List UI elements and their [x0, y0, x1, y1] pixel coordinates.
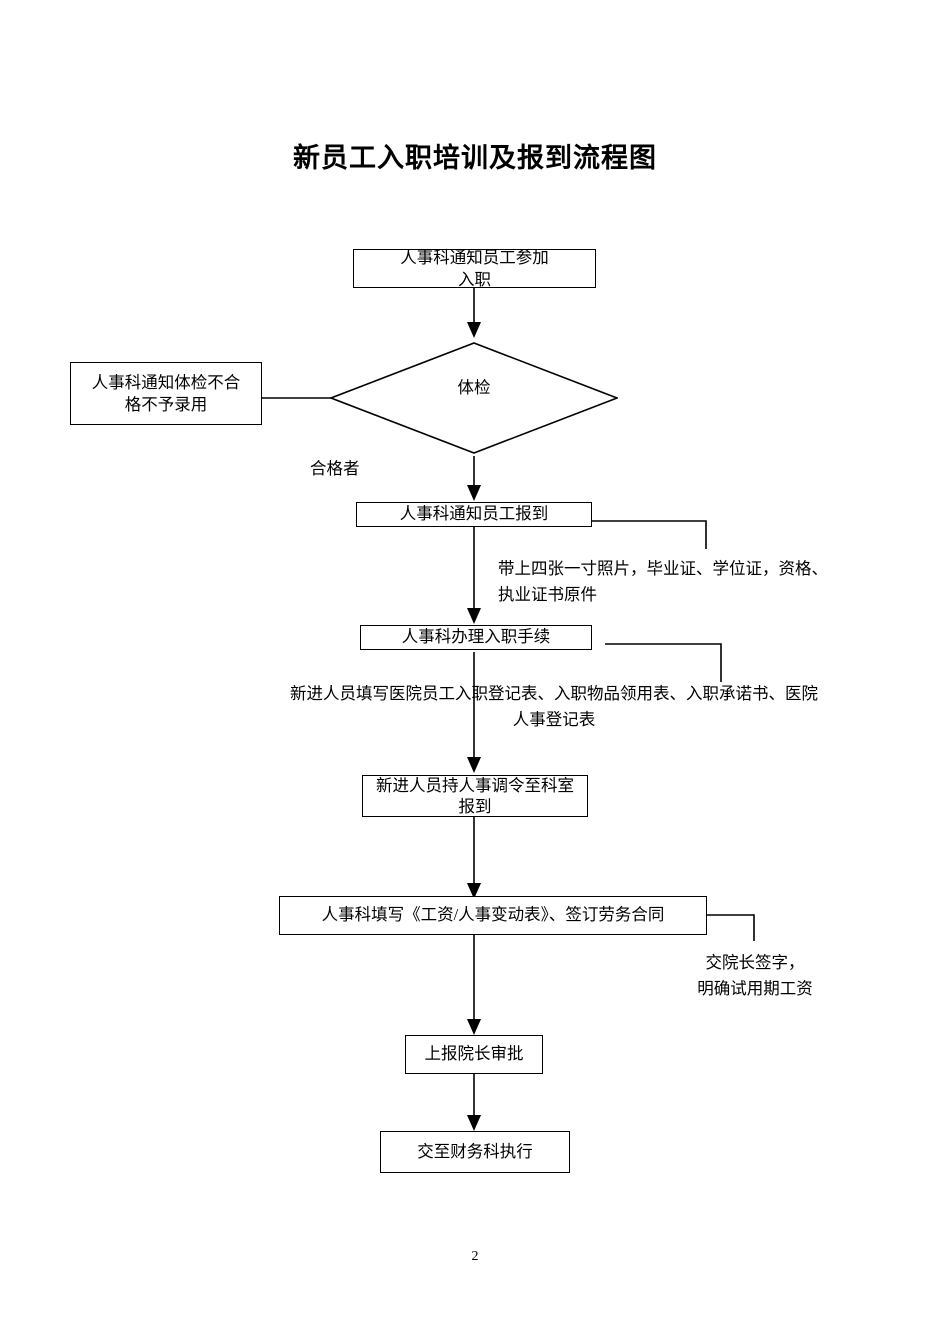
arrowhead-salary-to-president: [467, 1019, 481, 1035]
node-label: 人事科通知体检不合 格不予录用: [91, 373, 241, 414]
node-label: 人事科通知员工参加 入职: [400, 248, 549, 289]
node-label: 体检: [457, 378, 491, 397]
node-label: 交至财务科执行: [417, 1141, 533, 1161]
page-title: 新员工入职培训及报到流程图: [293, 143, 657, 173]
node-label: 上报院长审批: [424, 1044, 524, 1064]
node-unfit-not-hired[interactable]: 人事科通知体检不合 格不予录用: [70, 362, 262, 425]
node-medical-exam[interactable]: 体检: [330, 342, 618, 454]
node-label: 人事科填写《工资/人事变动表》、签订劳务合同: [321, 905, 665, 925]
node-label: 人事科通知员工报到: [399, 504, 549, 524]
node-submit-to-finance[interactable]: 交至财务科执行: [380, 1131, 570, 1173]
node-fill-salary-form-sign-contract[interactable]: 人事科填写《工资/人事变动表》、签订劳务合同: [279, 896, 707, 935]
callout-documents-to-bring: [592, 520, 707, 549]
diamond-shape: [330, 342, 618, 454]
node-notify-onboarding[interactable]: 人事科通知员工参加 入职: [353, 248, 596, 289]
node-submit-to-president[interactable]: 上报院长审批: [405, 1035, 543, 1074]
callout-president-signature: [707, 914, 755, 941]
annotation-documents-to-bring: 带上四张一寸照片，毕业证、学位证，资格、 执业证书原件: [498, 559, 828, 604]
node-process-onboarding[interactable]: 人事科办理入职手续: [360, 625, 592, 650]
arrowhead-president-to-finance: [467, 1115, 481, 1131]
node-transfer-order-to-dept[interactable]: 新进人员持人事调令至科室 报到: [362, 775, 588, 817]
arrowhead-exam-to-report: [467, 485, 481, 501]
node-notify-report-for-duty[interactable]: 人事科通知员工报到: [356, 502, 592, 527]
arrowhead-report-to-process: [467, 608, 481, 624]
node-label: 新进人员持人事调令至科室 报到: [376, 775, 574, 816]
edge-label-qualified: 合格者: [310, 459, 360, 478]
page-number: 2: [471, 1249, 479, 1264]
callout-forms-to-fill: [605, 643, 722, 682]
annotation-forms-to-fill: 新进人员填写医院员工入职登记表、入职物品领用表、入职承诺书、医院 人事登记表: [290, 684, 818, 729]
arrowhead-onboarding-to-exam: [467, 322, 481, 338]
annotation-president-signature: 交院长签字， 明确试用期工资: [697, 953, 813, 998]
node-label: 人事科办理入职手续: [401, 627, 551, 647]
arrowhead-process-to-transfer: [467, 757, 481, 773]
